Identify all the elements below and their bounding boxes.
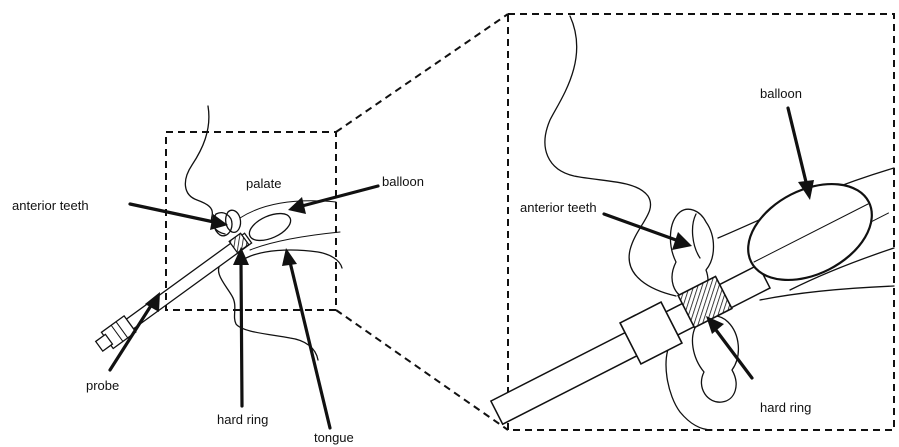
overview-anterior-teeth-label: anterior teeth xyxy=(12,198,89,213)
zoom-anterior-teeth-label: anterior teeth xyxy=(520,200,597,215)
zoom-hard-ring-label: hard ring xyxy=(760,400,811,415)
zoom-connector-bottom xyxy=(336,310,508,430)
zoom-balloon-arrow xyxy=(788,108,806,182)
zoom-anterior-teeth-arrowhead xyxy=(672,232,692,250)
overview-tongue-outline xyxy=(246,250,342,268)
overview-balloon-label: balloon xyxy=(382,174,424,189)
zoom-chin-outline xyxy=(666,340,712,430)
zoom-hard-ring-arrowhead xyxy=(706,316,724,334)
overview-probe-label: probe xyxy=(86,378,119,393)
zoom-anterior-teeth-inner xyxy=(693,214,700,258)
overview-tongue-arrow xyxy=(290,262,330,428)
zoom-tongue-outline xyxy=(760,286,894,300)
overview-tongue-label: tongue xyxy=(314,430,354,445)
overview-palate-label: palate xyxy=(246,176,281,191)
face-profile-outline xyxy=(185,106,225,234)
overview-balloon-arrowhead xyxy=(288,197,306,214)
zoom-connector-top xyxy=(336,14,508,132)
overview-tongue-line xyxy=(250,232,340,250)
overview-hard-ring-arrow xyxy=(241,262,242,406)
overview-anterior-teeth-arrow xyxy=(130,204,214,222)
zoom-hard-ring-arrow xyxy=(716,330,752,378)
overview-balloon-arrow xyxy=(302,186,378,206)
zoom-balloon-label: balloon xyxy=(760,86,802,101)
overview-hard-ring-label: hard ring xyxy=(217,412,268,427)
overview-panel: anterior teeth palate balloon probe hard… xyxy=(12,106,424,445)
zoom-anterior-teeth-arrow xyxy=(604,214,676,240)
zoom-panel: balloon anterior teeth hard ring xyxy=(491,14,895,430)
overview-balloon-shape xyxy=(245,208,294,246)
zoom-face-profile-outline xyxy=(545,16,676,296)
